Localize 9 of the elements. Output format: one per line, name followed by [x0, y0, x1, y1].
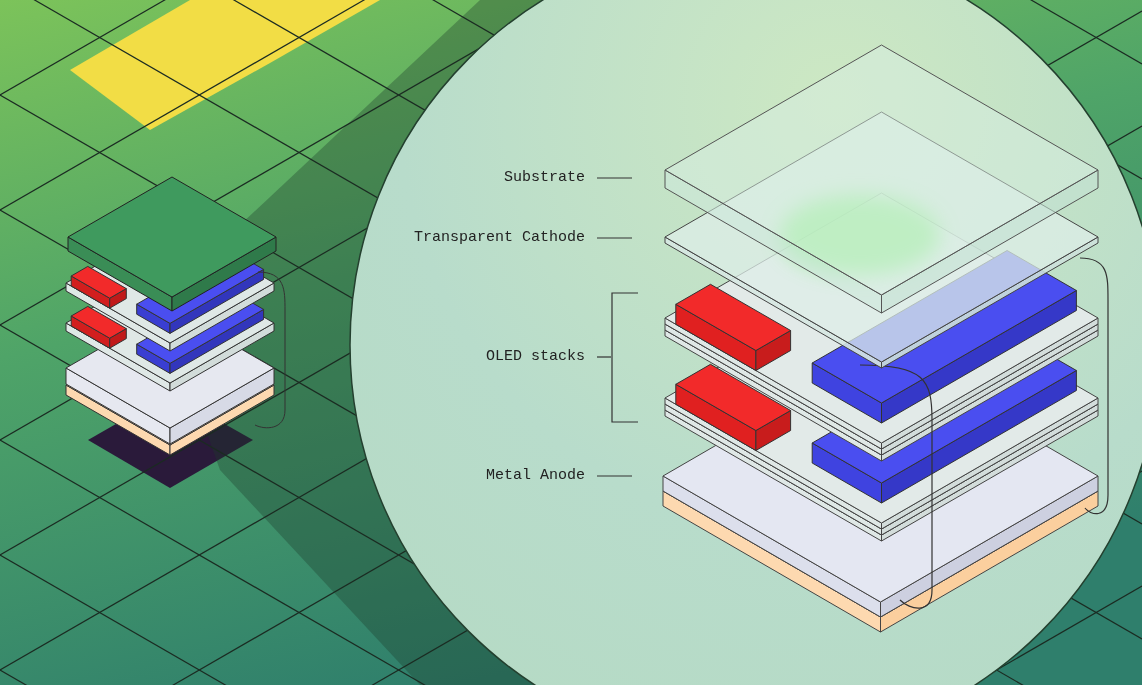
layer-label: OLED stacks [380, 348, 585, 366]
layer-label: Metal Anode [380, 467, 585, 485]
leader-line [596, 475, 633, 477]
bracket [611, 292, 638, 423]
leader-line [596, 177, 633, 179]
layer-label: Substrate [380, 169, 585, 187]
layer-label: Transparent Cathode [360, 229, 585, 247]
leader-line [596, 237, 633, 239]
leader-line [596, 356, 612, 358]
